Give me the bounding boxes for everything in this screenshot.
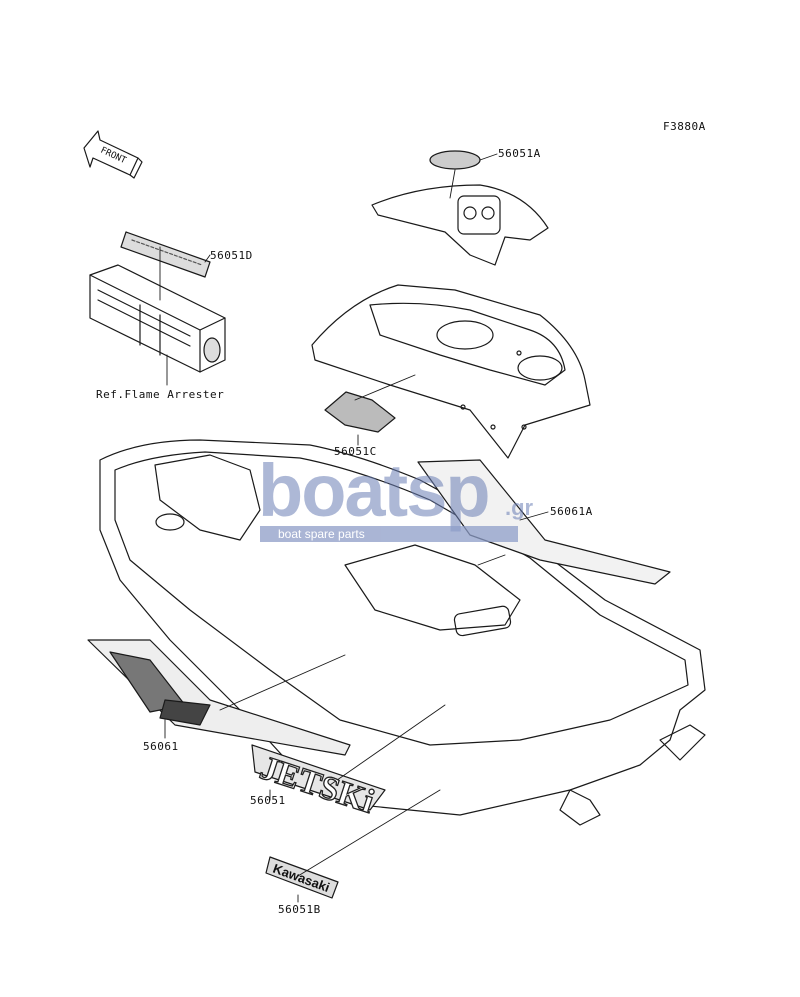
watermark-tagline: boat spare parts <box>260 526 518 542</box>
watermark-main: boatsp <box>258 449 491 532</box>
kawasaki-decal-text: Kawasaki <box>271 861 332 895</box>
callout-ref-flame-arrester: Ref.Flame Arrester <box>96 388 225 401</box>
front-arrow-icon <box>83 130 143 179</box>
figure-code: F3880A <box>663 120 706 133</box>
callout-56051: 56051 <box>250 794 286 807</box>
watermark-suffix: .gr <box>505 495 534 520</box>
callout-56051c: 56051C <box>334 445 377 458</box>
decal-56051c <box>324 391 396 433</box>
flame-arrester-box <box>89 264 226 373</box>
leader-lines <box>159 153 549 903</box>
decal-56051-jetski <box>251 744 386 811</box>
deck-shell <box>311 284 591 459</box>
decal-56051d <box>120 231 211 278</box>
callout-56051b: 56051B <box>278 903 321 916</box>
steering-cover <box>371 184 549 266</box>
callout-56061: 56061 <box>143 740 179 753</box>
callout-56051d: 56051D <box>210 249 253 262</box>
callout-56061a: 56061A <box>550 505 593 518</box>
decal-56051b-kawasaki <box>265 856 339 899</box>
callout-56051a: 56051A <box>498 147 541 160</box>
decal-56051a <box>429 150 481 170</box>
decal-56061 <box>87 639 351 756</box>
